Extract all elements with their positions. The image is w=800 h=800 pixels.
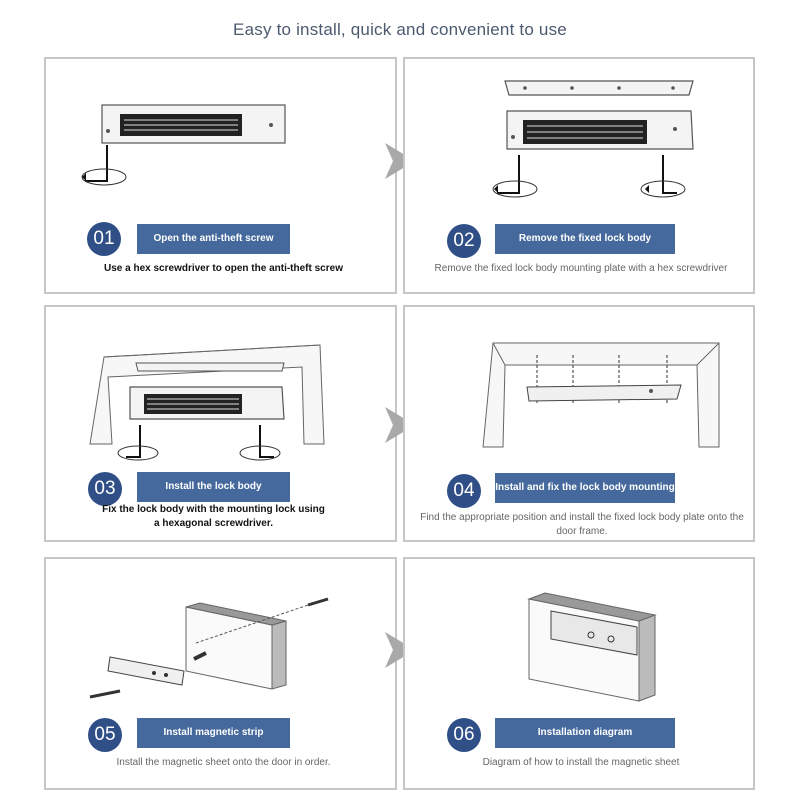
right-arrow-icon xyxy=(385,407,415,443)
step-label: Remove the fixed lock body mounting plat… xyxy=(495,224,675,274)
lock-screw-illustration xyxy=(81,104,286,186)
right-arrow-icon xyxy=(385,143,415,179)
step-label: Install magnetic strip xyxy=(137,718,290,748)
step-panel-5: 05 Install magnetic strip Install the ma… xyxy=(44,557,397,790)
page-title: Easy to install, quick and convenient to… xyxy=(233,20,567,39)
step-number-badge: 02 xyxy=(447,224,481,258)
right-arrow-icon xyxy=(385,632,415,668)
step-panel-6: 06 Installation diagram Diagram of how t… xyxy=(403,557,755,790)
step-description: Use a hex screwdriver to open the anti-t… xyxy=(104,263,343,274)
step-number-badge: 01 xyxy=(87,222,121,256)
step-label: Installation diagram xyxy=(495,718,675,748)
step-number-badge: 03 xyxy=(88,472,122,506)
mounting-plate-illustration xyxy=(492,80,694,198)
step-panel-1: 01 Open the anti-theft screw Use a hex s… xyxy=(44,57,397,294)
step-label: Install the lock body xyxy=(137,472,290,502)
step-number-badge: 05 xyxy=(88,718,122,752)
step-label: Open the anti-theft screw xyxy=(137,224,290,254)
frame-plate-install-illustration xyxy=(482,342,720,448)
lock-body-install-illustration xyxy=(89,344,325,461)
step-description: Remove the fixed lock body mounting plat… xyxy=(434,263,728,274)
step-panel-2: 02 Remove the fixed lock body mounting p… xyxy=(403,57,755,294)
installation-diagram-illustration xyxy=(527,592,657,702)
step-number-badge: 04 xyxy=(447,474,481,508)
step-panel-3: 03 Install the lock body Fix the lock bo… xyxy=(44,305,397,542)
step-label: Install and fix the lock body mounting p… xyxy=(495,473,675,523)
step-description: Fix the lock body with the mounting lock… xyxy=(102,504,325,529)
step-description: Install the magnetic sheet onto the door… xyxy=(116,757,331,768)
step-panel-4: 04 Install and fix the lock body mountin… xyxy=(403,305,755,542)
step-description: Find the appropriate position and instal… xyxy=(420,512,744,537)
magnetic-strip-install-illustration xyxy=(89,597,329,699)
step-number-badge: 06 xyxy=(447,718,481,752)
step-description: Diagram of how to install the magnetic s… xyxy=(482,757,680,768)
